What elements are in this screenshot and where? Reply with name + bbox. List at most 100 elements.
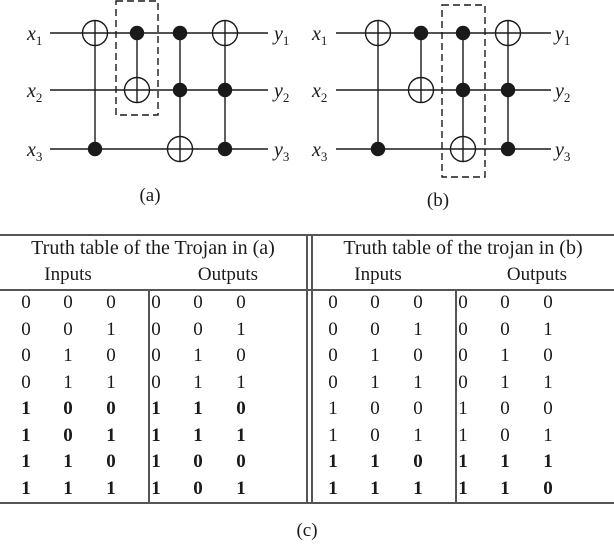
table-a-cell: 1 (193, 371, 203, 393)
table-a-cell: 0 (193, 292, 203, 313)
table-b-cell: 1 (500, 371, 510, 393)
label-y1-a: y1 (272, 23, 289, 48)
table-a-cell: 0 (193, 451, 203, 472)
table-b-cell: 0 (413, 292, 423, 313)
table-a-cell: 0 (63, 424, 73, 446)
table-separator-left (306, 234, 308, 504)
table-b-cell: 0 (370, 292, 380, 313)
table-a-cell: 0 (151, 318, 161, 340)
table-a-cell: 1 (236, 424, 246, 446)
table-b-cell: 0 (370, 318, 380, 340)
label-y2-a: y2 (272, 80, 289, 105)
table-a-inputs-label: Inputs (44, 264, 92, 285)
table-b-cell: 0 (500, 398, 510, 419)
table-a-cell: 0 (63, 398, 73, 419)
table-b-cell: 1 (413, 477, 423, 499)
table-b-cell: 1 (328, 398, 338, 419)
label-x3-a: x3 (26, 139, 42, 164)
circuit-a (50, 0, 268, 163)
table-a-cell: 1 (63, 477, 73, 499)
table-a-cell: 0 (106, 345, 116, 366)
table-a-cell: 0 (151, 292, 161, 313)
table-b-cell: 1 (458, 451, 468, 472)
table-b-cell: 0 (413, 398, 423, 419)
table-b-cell: 1 (543, 371, 553, 393)
table-a-cell: 1 (21, 424, 31, 446)
table-a-cell: 0 (151, 345, 161, 366)
table-a-cell: 1 (151, 477, 161, 499)
label-y1-b: y1 (553, 23, 570, 48)
table-a-cell: 0 (236, 451, 246, 472)
table-b-cell: 0 (328, 292, 338, 313)
table-b-cell: 1 (543, 424, 553, 446)
table-b-cell: 0 (543, 292, 553, 313)
table-a-cell: 1 (236, 318, 246, 340)
table-b-cell: 1 (413, 318, 423, 340)
table-b-cell: 1 (543, 318, 553, 340)
table-b-cell: 0 (370, 424, 380, 446)
table-b-cell: 1 (370, 371, 380, 393)
table-a-cell: 0 (193, 318, 203, 340)
label-x2-a: x2 (26, 80, 42, 105)
table-b-cell: 0 (328, 318, 338, 340)
table-b-cell: 0 (328, 345, 338, 366)
table-b-io-divider (455, 289, 457, 503)
table-a-cell: 1 (21, 451, 31, 472)
table-b-cell: 1 (458, 398, 468, 419)
table-b-cell: 1 (458, 424, 468, 446)
label-y3-b: y3 (553, 139, 570, 164)
table-a-cell: 0 (21, 345, 31, 366)
table-b-cell: 1 (543, 451, 553, 472)
table-a-cell: 0 (193, 477, 203, 499)
table-a-cell: 1 (63, 451, 73, 472)
table-b-cell: 1 (328, 424, 338, 446)
table-a-cell: 1 (236, 371, 246, 393)
label-x2-b: x2 (311, 80, 327, 105)
table-b-cell: 0 (413, 451, 423, 472)
table-b-cell: 0 (500, 318, 510, 340)
table-a-cell: 1 (193, 345, 203, 366)
table-b-outputs-label: Outputs (506, 264, 568, 285)
table-a-cell: 1 (151, 451, 161, 472)
table-a-cell: 1 (106, 318, 116, 340)
label-x1-b: x1 (311, 23, 327, 48)
label-y3-a: y3 (272, 139, 289, 164)
table-a-cell: 0 (106, 451, 116, 472)
table-b-cell: 1 (500, 477, 510, 499)
label-x1-a: x1 (26, 23, 42, 48)
table-a-cell: 1 (193, 424, 203, 446)
table-a-cell: 1 (151, 424, 161, 446)
table-a-cell: 0 (21, 371, 31, 393)
trojan-box-a (115, 0, 159, 116)
table-b-cell: 1 (500, 345, 510, 366)
table-b-cell: 1 (370, 345, 380, 366)
table-b-cell: 0 (458, 292, 468, 313)
table-a-cell: 1 (63, 345, 73, 366)
table-b-cell: 1 (370, 451, 380, 472)
table-a-cell: 0 (63, 292, 73, 313)
table-a-cell: 1 (106, 477, 116, 499)
table-b-cell: 0 (500, 424, 510, 446)
table-a-cell: 1 (151, 398, 161, 419)
caption-b: (b) (426, 190, 450, 211)
table-a-cell: 1 (236, 477, 246, 499)
caption-a: (a) (139, 185, 161, 206)
table-b-cell: 0 (458, 345, 468, 366)
table-a-cell: 0 (63, 318, 73, 340)
table-a-cell: 0 (21, 318, 31, 340)
table-b-cell: 1 (413, 424, 423, 446)
trojan-box-b (441, 4, 486, 178)
table-a-cell: 0 (236, 345, 246, 366)
table-a-cell: 1 (21, 398, 31, 419)
table-b-cell: 0 (370, 398, 380, 419)
table-a-cell: 0 (21, 292, 31, 313)
table-b-cell: 0 (458, 371, 468, 393)
table-b-cell: 0 (328, 371, 338, 393)
table-b-cell: 1 (328, 477, 338, 499)
table-b-cell: 1 (370, 477, 380, 499)
table-a-cell: 0 (106, 398, 116, 419)
table-b-cell: 0 (500, 292, 510, 313)
label-y2-b: y2 (553, 80, 570, 105)
table-b-cell: 0 (543, 398, 553, 419)
table-a-outputs-label: Outputs (197, 264, 259, 285)
